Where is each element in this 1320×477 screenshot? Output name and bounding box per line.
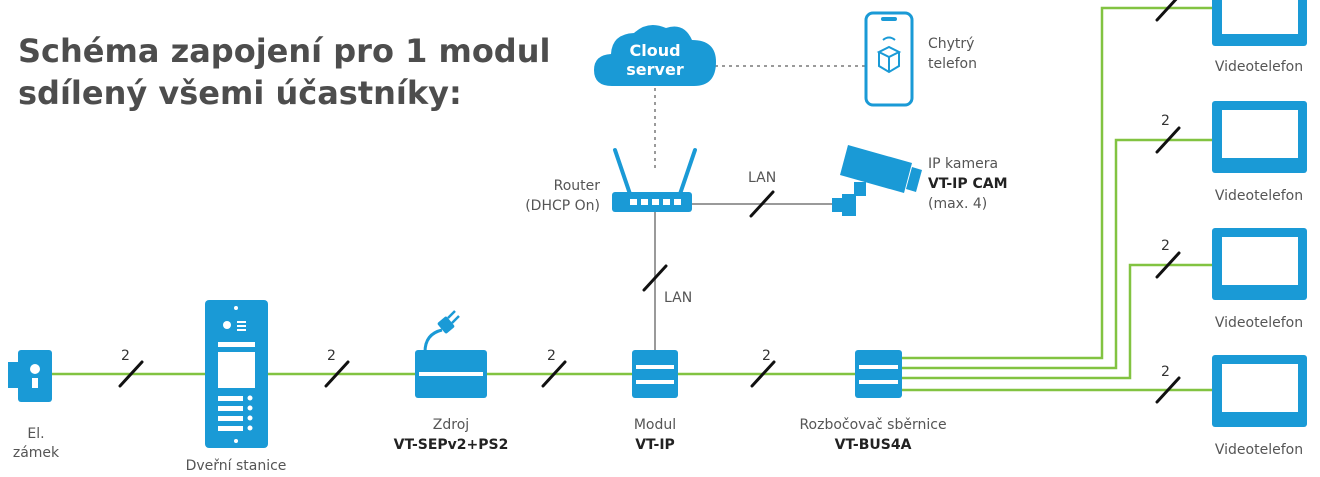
module-model: VT-IP [635,437,675,453]
router-label-1: Router [554,178,601,194]
lan-label-module: LAN [664,290,692,306]
videophone-label: Videotelefon [1215,188,1303,204]
videophone-label: Videotelefon [1215,442,1303,458]
lock-label-1: El. [27,426,44,442]
wire-count: 2 [762,348,771,364]
wire-count: 2 [547,348,556,364]
cloud-server: Cloud server [594,24,716,86]
lan-slash [749,190,775,218]
router-icon [612,148,697,212]
wire-count: 2 [121,348,130,364]
power-supply-icon [415,350,487,398]
videophone-icon [1212,355,1307,427]
lan-label-camera: LAN [748,170,776,186]
wire-slash [118,360,144,388]
wire-slash [1155,251,1181,279]
videophone-3: Videotelefon [1212,228,1307,331]
wire-count: 2 [327,348,336,364]
door-station-icon [205,300,268,448]
cloud-icon [594,24,716,86]
phone-label-1: Chytrý [928,36,974,52]
wire-slash [1155,126,1181,154]
wire-slash [750,360,776,388]
wire-markers [118,0,1181,404]
ip-camera: IP kamera VT-IP CAM (max. 4) [832,145,1008,216]
videophone-icon [1212,101,1307,173]
title-line-1: Schéma zapojení pro 1 modul [18,32,551,70]
lock-label-2: zámek [13,445,60,461]
power-supply: Zdroj VT-SEPv2+PS2 [394,310,509,453]
ip-module: Modul VT-IP [632,350,678,453]
lan-slash [642,264,668,292]
videophone-4: Videotelefon [1212,355,1307,458]
camera-model: VT-IP CAM [928,176,1008,192]
app-logo-icon [876,36,902,74]
splitter-model: VT-BUS4A [835,437,912,453]
title-line-2: sdílený všemi účastníky: [18,74,462,112]
wire-slash [541,360,567,388]
wire-count: 2 [1161,364,1170,380]
videophone-1: Videotelefon [1212,0,1307,75]
wire-slash [324,360,350,388]
wire-slash [1155,376,1181,404]
bus-splitter: Rozbočovač sběrnice VT-BUS4A [799,350,947,453]
bus-splitter-icon [855,350,902,398]
splitter-label-1: Rozbočovač sběrnice [799,417,946,433]
electric-lock: El. zámek [8,350,60,461]
cloud-label-2: server [626,60,684,79]
lock-icon [8,350,52,402]
videophone-label: Videotelefon [1215,315,1303,331]
power-plug-icon [423,310,460,353]
videophone-icon [1212,228,1307,300]
router: Router (DHCP On) [525,148,697,214]
power-model: VT-SEPv2+PS2 [394,437,509,453]
wire-counts: 2 2 2 2 2 2 2 [121,113,1170,380]
cloud-label-1: Cloud [629,41,680,60]
smartphone: Chytrý telefon [864,11,977,107]
phone-label-2: telefon [928,56,977,72]
wire-slash [1155,0,1178,22]
door-station: Dveřní stanice [186,300,287,474]
router-label-2: (DHCP On) [525,198,600,214]
videophone-label: Videotelefon [1215,59,1303,75]
wire-count: 2 [1161,238,1170,254]
door-station-label: Dveřní stanice [186,458,287,474]
camera-label-3: (max. 4) [928,196,987,212]
camera-label-1: IP kamera [928,156,998,172]
wire-count: 2 [1161,113,1170,129]
module-label-1: Modul [634,417,676,433]
diagram-title: Schéma zapojení pro 1 modul sdílený všem… [18,30,550,114]
videophone-2: Videotelefon [1212,101,1307,204]
bus-lines [30,6,1212,392]
power-label-1: Zdroj [433,417,469,433]
ip-module-icon [632,350,678,398]
camera-icon [832,145,922,216]
videophone-icon [1212,0,1307,46]
